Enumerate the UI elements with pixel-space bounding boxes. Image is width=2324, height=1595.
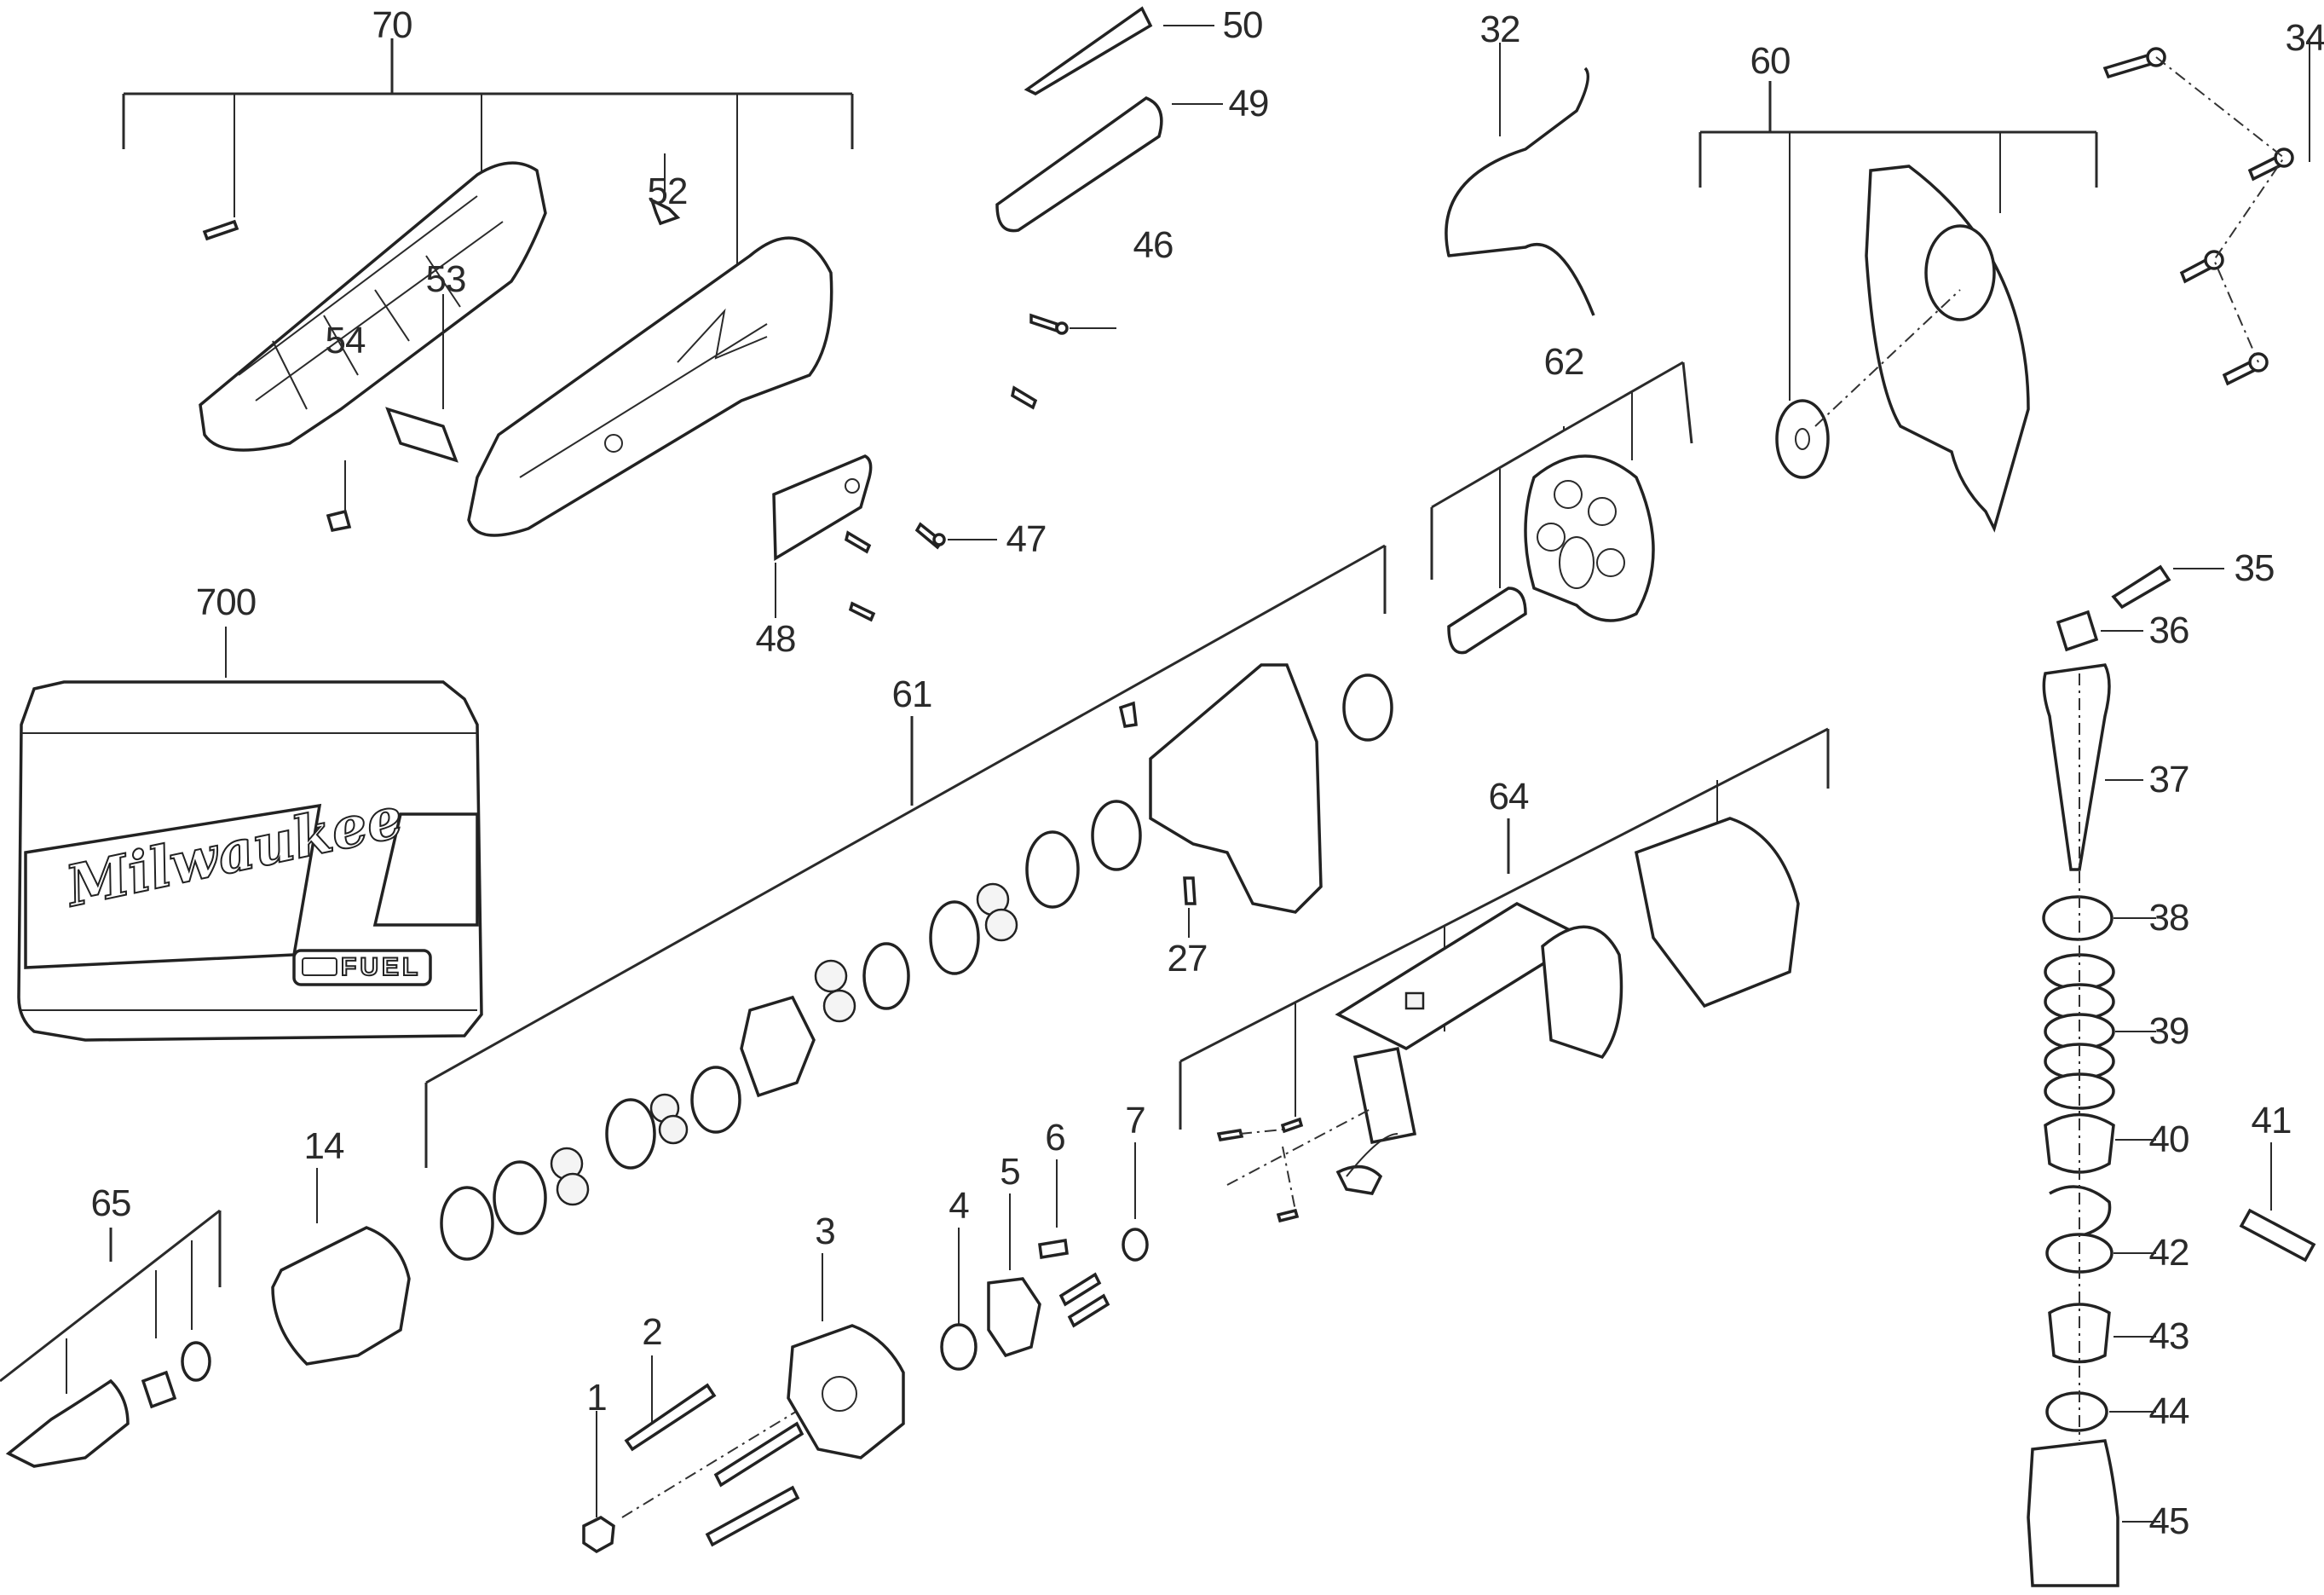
part-38-o-ring bbox=[2042, 895, 2114, 941]
screws-34 bbox=[2102, 38, 2310, 386]
part-14-motor-housing bbox=[271, 1226, 411, 1366]
callout-34: 34 bbox=[2285, 17, 2324, 59]
callout-61: 61 bbox=[891, 673, 933, 715]
bracket-65 bbox=[0, 1209, 222, 1394]
callout-3: 3 bbox=[815, 1211, 836, 1252]
callout-49: 49 bbox=[1228, 83, 1270, 124]
callout-54: 54 bbox=[325, 320, 366, 361]
callout-41: 41 bbox=[2251, 1100, 2292, 1141]
part-6-screw-b bbox=[1058, 1272, 1102, 1307]
part-43-clutch-ring bbox=[2048, 1303, 2111, 1364]
part-53-cover bbox=[385, 407, 458, 463]
bracket-70 bbox=[122, 38, 854, 286]
gearbox-61-parts bbox=[440, 663, 1393, 1261]
part-54-clip bbox=[326, 509, 352, 533]
callout-52: 52 bbox=[647, 170, 689, 212]
callout-53: 53 bbox=[425, 258, 467, 300]
housing-left-half bbox=[199, 161, 547, 452]
callout-47: 47 bbox=[1006, 518, 1047, 560]
part-4-bearing bbox=[940, 1323, 977, 1371]
callout-70: 70 bbox=[372, 4, 413, 46]
part-65-rotor bbox=[5, 1378, 130, 1468]
callout-46: 46 bbox=[1133, 224, 1174, 266]
callout-40: 40 bbox=[2148, 1118, 2190, 1160]
callout-36: 36 bbox=[2148, 610, 2190, 651]
callout-7: 7 bbox=[1125, 1100, 1146, 1141]
part-62-spindle bbox=[1447, 587, 1527, 655]
callout-38: 38 bbox=[2148, 897, 2190, 939]
callout-60: 60 bbox=[1750, 40, 1791, 82]
callout-62: 62 bbox=[1543, 341, 1585, 383]
part-44-ring bbox=[2045, 1391, 2108, 1432]
part-60-gear-case bbox=[1865, 165, 2030, 533]
callout-32: 32 bbox=[1479, 9, 1521, 50]
part-62-ring-gear bbox=[1524, 454, 1655, 622]
callout-700: 700 bbox=[195, 581, 257, 623]
part-32-bail bbox=[1445, 66, 1595, 316]
part-60-bearing bbox=[1775, 399, 1830, 479]
callout-44: 44 bbox=[2148, 1390, 2190, 1432]
callout-42: 42 bbox=[2148, 1232, 2190, 1274]
callout-4: 4 bbox=[949, 1185, 970, 1227]
callout-45: 45 bbox=[2148, 1500, 2190, 1542]
part-2-screw-c bbox=[713, 1421, 804, 1488]
callout-48: 48 bbox=[755, 618, 797, 660]
part-2-screw-b bbox=[705, 1485, 800, 1547]
part-36-bushing bbox=[2056, 610, 2099, 652]
part-50-lever bbox=[1024, 6, 1153, 95]
bracket-61 bbox=[424, 544, 1387, 1168]
part-41-roll-pin bbox=[2239, 1208, 2316, 1263]
part-6-screw bbox=[1038, 1238, 1069, 1260]
callout-2: 2 bbox=[642, 1311, 663, 1353]
part-45-collet-nut bbox=[2027, 1439, 2119, 1587]
bracket-62 bbox=[1430, 361, 1693, 588]
part-35-pin bbox=[2111, 564, 2171, 610]
callout-1: 1 bbox=[586, 1377, 608, 1419]
callout-65: 65 bbox=[90, 1182, 132, 1224]
callout-35: 35 bbox=[2234, 547, 2275, 589]
part-65-bushing bbox=[141, 1370, 177, 1409]
callout-5: 5 bbox=[1000, 1151, 1021, 1193]
callout-50: 50 bbox=[1222, 4, 1264, 46]
callout-43: 43 bbox=[2148, 1315, 2190, 1357]
electronics-64 bbox=[1216, 817, 1800, 1223]
screws-46-47 bbox=[844, 313, 1116, 622]
callout-27: 27 bbox=[1167, 938, 1208, 980]
callout-6: 6 bbox=[1045, 1117, 1066, 1159]
bracket-60 bbox=[1698, 81, 2098, 401]
callout-39: 39 bbox=[2148, 1010, 2190, 1052]
part-52-clip bbox=[649, 197, 681, 226]
callout-14: 14 bbox=[303, 1125, 345, 1167]
part-5-retainer bbox=[987, 1277, 1041, 1358]
part-7-bushing bbox=[1122, 1228, 1149, 1262]
part-6-screw-c bbox=[1067, 1293, 1110, 1328]
part-pin-70 bbox=[202, 219, 239, 241]
callout-37: 37 bbox=[2148, 759, 2190, 800]
part-49-paddle bbox=[995, 96, 1163, 233]
part-2-screw bbox=[624, 1383, 717, 1452]
part-1-nut bbox=[582, 1515, 615, 1554]
carrying-case-700 bbox=[17, 627, 483, 1042]
case-fuel-badge: FUEL bbox=[340, 952, 422, 982]
housing-right-half bbox=[467, 236, 833, 537]
part-3-end-cap bbox=[787, 1324, 905, 1459]
part-65-bearing bbox=[181, 1341, 211, 1382]
callout-64: 64 bbox=[1488, 776, 1530, 818]
part-37-lock-pin bbox=[2042, 663, 2111, 871]
